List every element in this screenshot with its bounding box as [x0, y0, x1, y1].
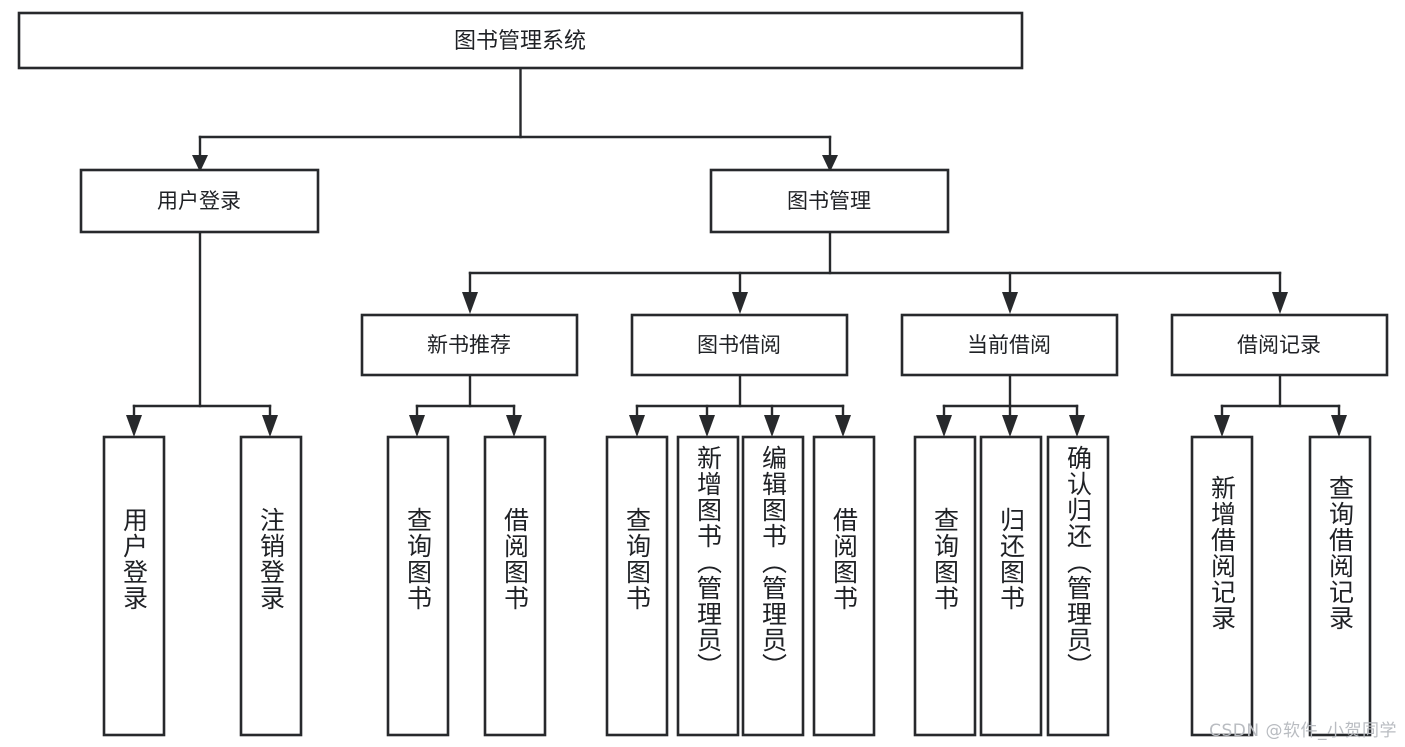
- node-borrow-record[interactable]: 借阅记录: [1170, 313, 1389, 377]
- node-borrow-record-label: 借阅记录: [1237, 333, 1321, 357]
- leaf-box-return-book[interactable]: [979, 435, 1043, 737]
- node-user-login[interactable]: 用户登录: [79, 168, 320, 234]
- arrowhead-leaf-query-book-1: [409, 415, 425, 437]
- node-borrow-record-box[interactable]: [1170, 313, 1389, 377]
- node-user-login-label: 用户登录: [157, 189, 241, 213]
- arrowhead-leaf-return-book: [1002, 415, 1018, 437]
- leaf-box-query-record[interactable]: [1308, 435, 1372, 737]
- arrowhead-current-borrow: [1002, 292, 1018, 314]
- node-root-box[interactable]: [17, 11, 1024, 70]
- connectors: [126, 66, 1347, 437]
- watermark-text: CSDN @软件_小贺同学: [1209, 721, 1397, 741]
- arrowhead-book-manage: [822, 155, 838, 172]
- node-new-book-recommend-box[interactable]: [360, 313, 579, 377]
- arrowhead-leaf-user-login: [126, 415, 142, 437]
- node-book-manage-label: 图书管理: [787, 189, 871, 213]
- arrowhead-leaf-edit-book: [764, 415, 780, 437]
- leaf-box-query-book-3[interactable]: [913, 435, 977, 737]
- arrowhead-leaf-add-record: [1214, 415, 1230, 437]
- node-current-borrow[interactable]: 当前借阅: [900, 313, 1119, 377]
- arrowhead-user-login: [192, 155, 208, 172]
- leaf-box-borrow-book-2[interactable]: [812, 435, 876, 737]
- node-current-borrow-box[interactable]: [900, 313, 1119, 377]
- arrowhead-leaf-confirm-return: [1069, 415, 1085, 437]
- leaf-box-add-book[interactable]: [676, 435, 740, 737]
- node-root[interactable]: 图书管理系统: [17, 11, 1024, 70]
- arrowhead-leaf-borrow-book-2: [835, 415, 851, 437]
- arrowhead-leaf-add-book: [699, 415, 715, 437]
- node-current-borrow-label: 当前借阅: [967, 333, 1051, 357]
- arrowhead-leaf-query-book-3: [936, 415, 952, 437]
- arrowhead-book-borrow: [732, 292, 748, 314]
- leaf-box-logout[interactable]: [239, 435, 303, 737]
- leaf-box-borrow-book-1[interactable]: [483, 435, 547, 737]
- arrowhead-leaf-query-record: [1331, 415, 1347, 437]
- node-new-book-recommend[interactable]: 新书推荐: [360, 313, 579, 377]
- arrowhead-leaf-borrow-book-1: [506, 415, 522, 437]
- leaf-box-user-login[interactable]: [102, 435, 166, 737]
- leaf-box-confirm-return[interactable]: [1046, 435, 1110, 737]
- leaf-box-add-record[interactable]: [1190, 435, 1254, 737]
- node-book-borrow-box[interactable]: [630, 313, 849, 377]
- arrowhead-new-book: [462, 292, 478, 314]
- node-root-label: 图书管理系统: [454, 29, 586, 54]
- arrowhead-leaf-logout: [262, 415, 278, 437]
- leaf-box-query-book-1[interactable]: [386, 435, 450, 737]
- node-user-login-box[interactable]: [79, 168, 320, 234]
- node-book-manage[interactable]: 图书管理: [709, 168, 950, 234]
- leaf-box-query-book-2[interactable]: [605, 435, 669, 737]
- arrowhead-borrow-record: [1272, 292, 1288, 314]
- leaf-box-edit-book[interactable]: [741, 435, 805, 737]
- node-new-book-recommend-label: 新书推荐: [427, 333, 511, 357]
- node-book-manage-box[interactable]: [709, 168, 950, 234]
- node-book-borrow-label: 图书借阅: [697, 333, 781, 357]
- arrowhead-leaf-query-book-2: [629, 415, 645, 437]
- leaf-boxes: [102, 435, 1372, 737]
- node-book-borrow[interactable]: 图书借阅: [630, 313, 849, 377]
